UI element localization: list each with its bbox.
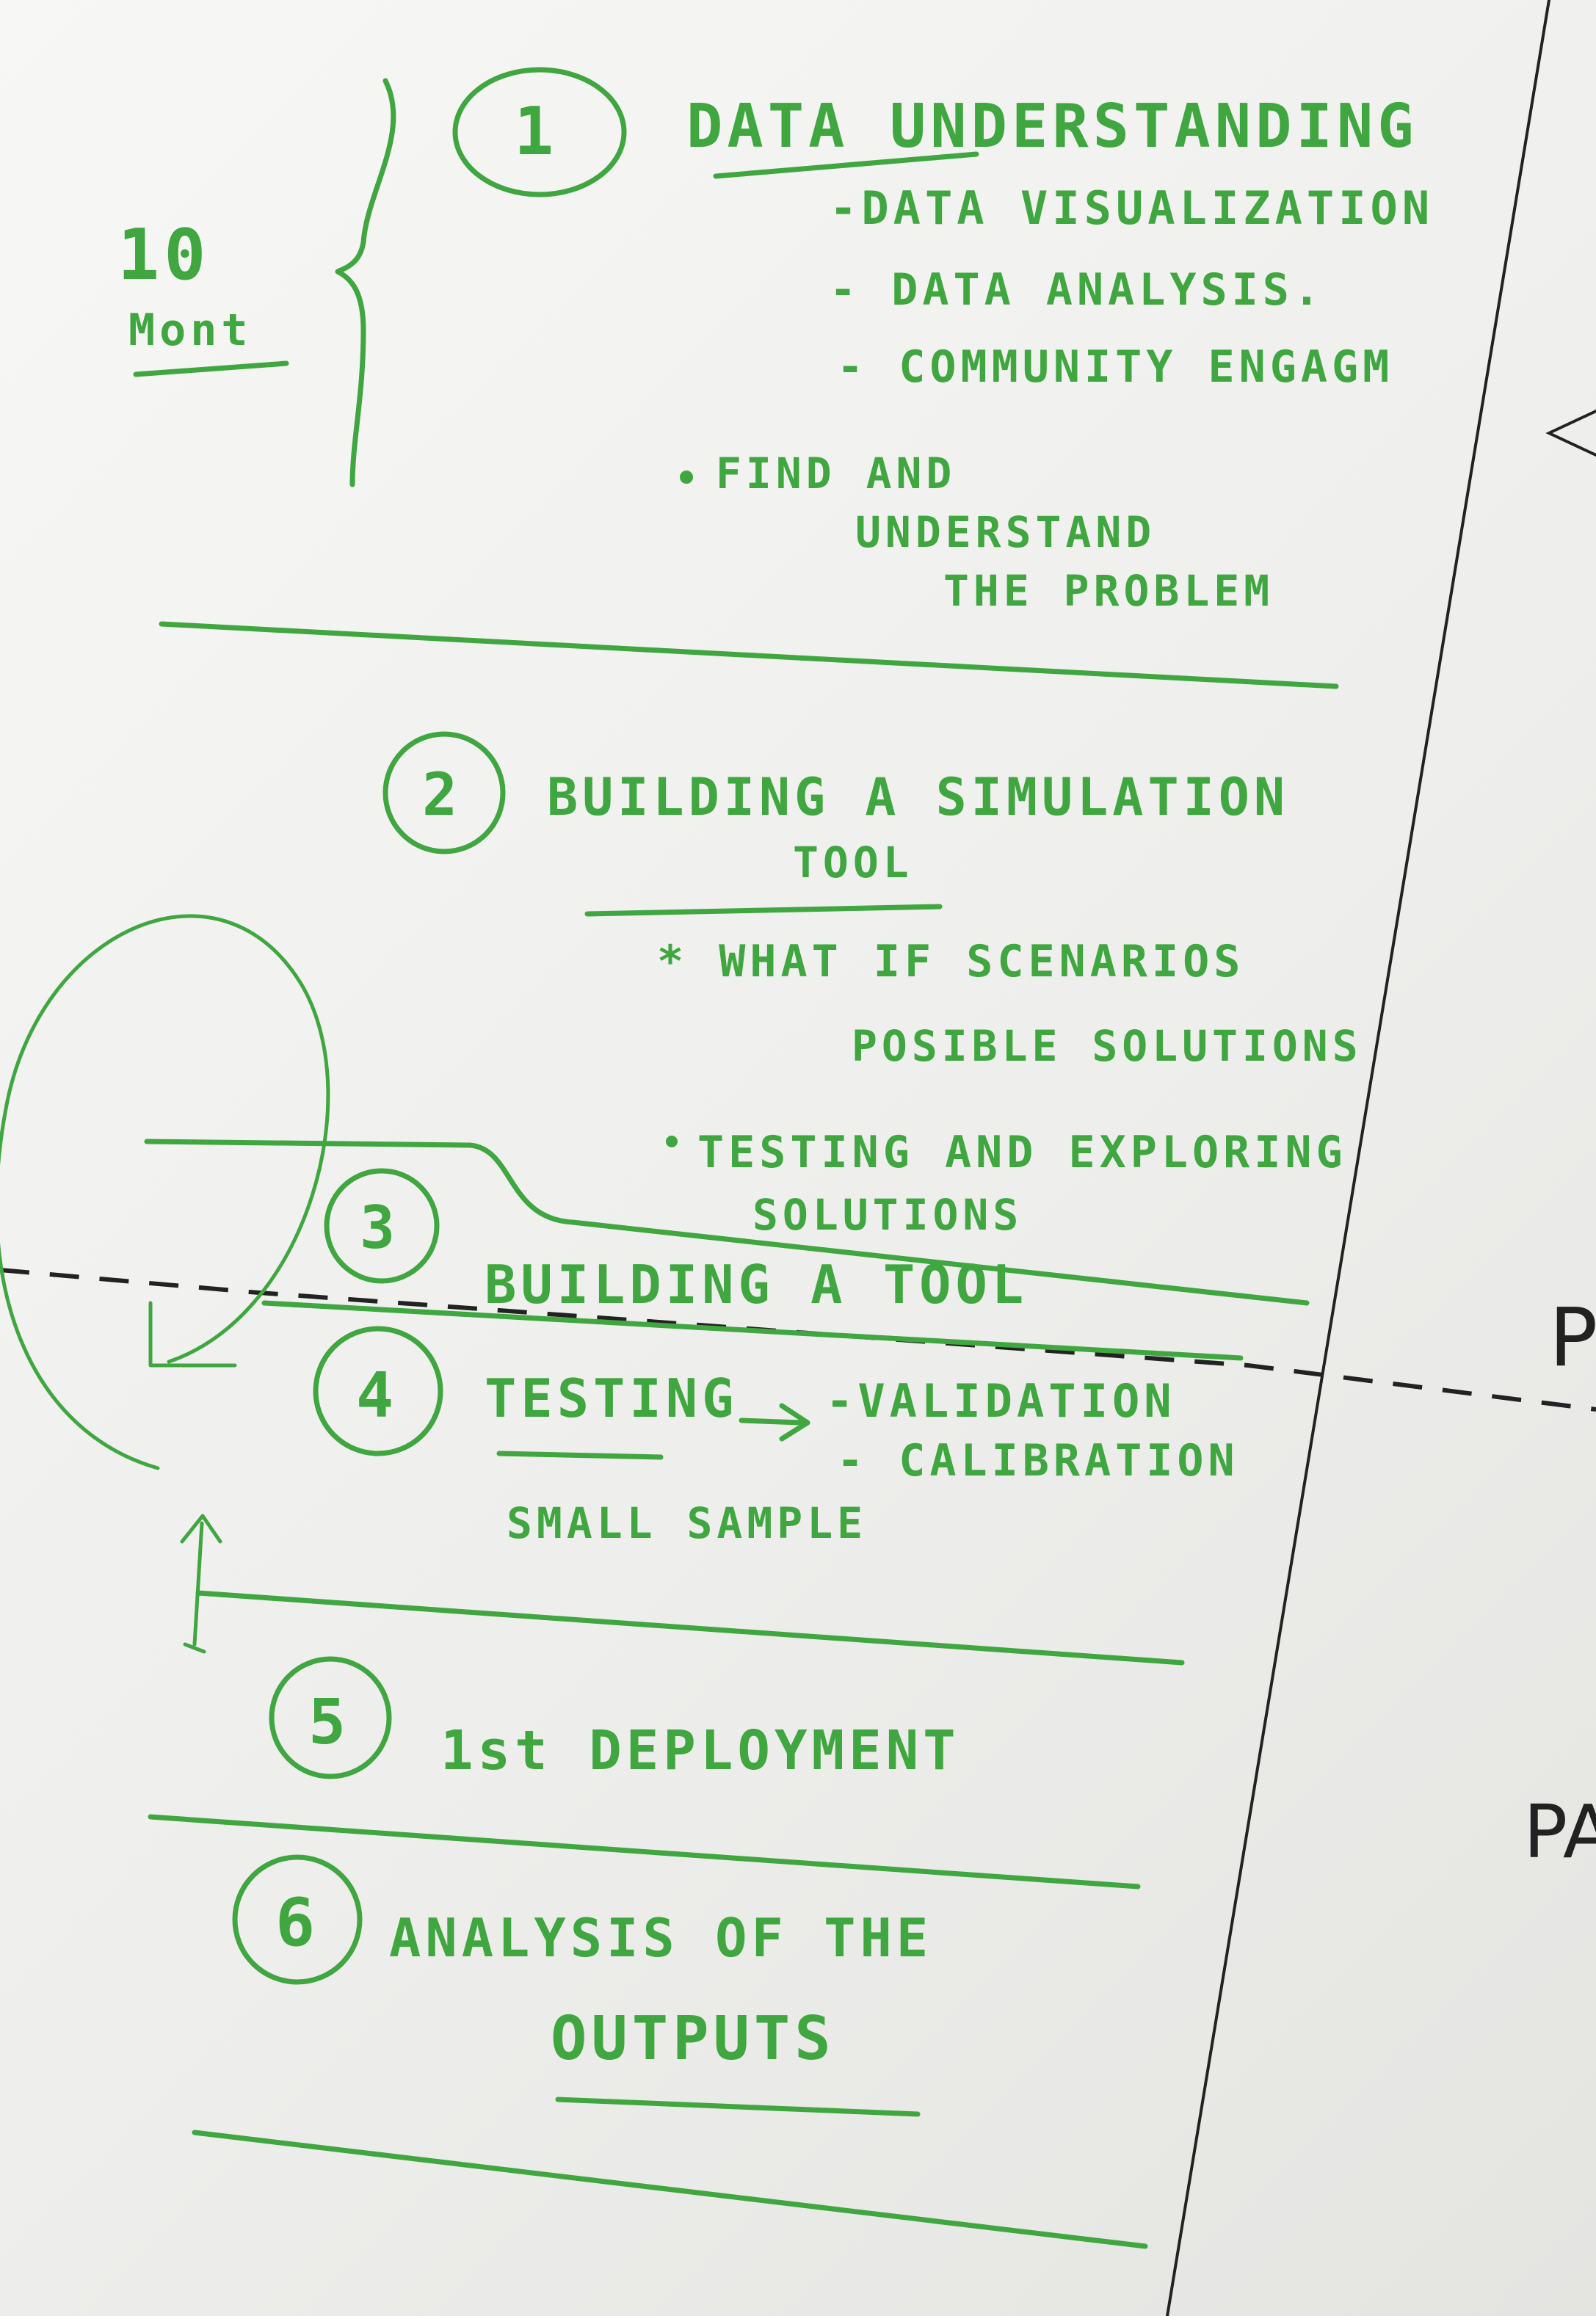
- arrow-to-validation: [739, 1403, 810, 1442]
- timeframe-unit: Mont: [128, 305, 253, 356]
- step-2-title: BUILDING A SIMULATION: [547, 767, 1289, 827]
- step-2-number: 2: [422, 760, 462, 829]
- step-6-title-underline: [555, 2097, 921, 2117]
- step-2-title-underline: [584, 904, 943, 917]
- right-panel-label-a: P: [1549, 1291, 1596, 1384]
- step-1-title-underline: [713, 151, 979, 179]
- step-1-note-3: THE PROBLEM: [943, 566, 1274, 616]
- step-1-item-1: -DATA VISUALIZATION: [830, 181, 1434, 235]
- step-1-item-3: - COMMUNITY ENGAGM: [837, 341, 1393, 393]
- section-divider-6: [192, 2130, 1148, 2249]
- step-2-note-1: * WHAT IF SCENARIOS: [657, 936, 1244, 987]
- step-4-item-1: -VALIDATION: [826, 1374, 1176, 1428]
- step-4-title-underline: [496, 1451, 664, 1460]
- step-1-number: 1: [514, 93, 558, 170]
- step-2-note-3: TESTING AND EXPLORING: [697, 1127, 1347, 1178]
- step-5-number-circle: [269, 1656, 392, 1779]
- section-divider-5: [148, 1814, 1141, 1890]
- step-5-number: 5: [308, 1686, 350, 1759]
- curly-brace: [335, 78, 396, 487]
- loop-arrowhead-icon: [148, 1301, 237, 1368]
- timeframe-underline: [133, 360, 289, 377]
- right-panel-label-b: PA: [1523, 1789, 1596, 1875]
- step-1-item-2: - DATA ANALYSIS.: [830, 264, 1324, 316]
- step-2-note-2: POSIBLE SOLUTIONS: [852, 1021, 1363, 1071]
- loop-back-arrow: [0, 914, 330, 1470]
- step-3-number-circle: [324, 1168, 440, 1284]
- timeframe-number: 10: [117, 215, 210, 296]
- step-1-number-circle: [452, 67, 627, 197]
- step-1-note-2: UNDERSTAND: [855, 507, 1156, 557]
- step-3-number: 3: [360, 1194, 399, 1262]
- up-arrow-icon: [180, 1514, 222, 1654]
- bullet-dot: [666, 1136, 678, 1147]
- step-6-number: 6: [275, 1884, 319, 1961]
- step-2-title-cont: TOOL: [793, 838, 913, 887]
- arrow-icon: [1545, 410, 1596, 457]
- step-4-number-circle: [313, 1326, 443, 1456]
- step-4-note: SMALL SAMPLE: [507, 1498, 867, 1548]
- step-1-title: DATA UNDERSTANDING: [686, 92, 1418, 161]
- step-4-item-2: - CALIBRATION: [837, 1435, 1239, 1486]
- step-2-number-circle: [382, 731, 506, 854]
- bullet-dot: [680, 471, 693, 484]
- step-6-title: ANALYSIS OF THE: [389, 1907, 932, 1969]
- panel-divider-line: [1166, 0, 1550, 2316]
- step-4-number: 4: [356, 1360, 398, 1432]
- section-divider-2: [144, 1139, 1310, 1306]
- section-divider-3: [261, 1300, 1244, 1361]
- step-4-title: TESTING: [485, 1368, 738, 1429]
- step-6-title-cont: OUTPUTS: [551, 2004, 835, 2074]
- step-6-number-circle: [232, 1854, 363, 1985]
- section-divider-1: [159, 621, 1339, 689]
- step-5-title: 1st DEPLOYMENT: [440, 1719, 960, 1782]
- step-1-note-1: FIND AND: [716, 449, 956, 498]
- section-divider-4: [195, 1590, 1185, 1666]
- step-3-title: BUILDING A TOOL: [485, 1254, 1028, 1315]
- step-2-note-4: SOLUTIONS: [752, 1190, 1023, 1240]
